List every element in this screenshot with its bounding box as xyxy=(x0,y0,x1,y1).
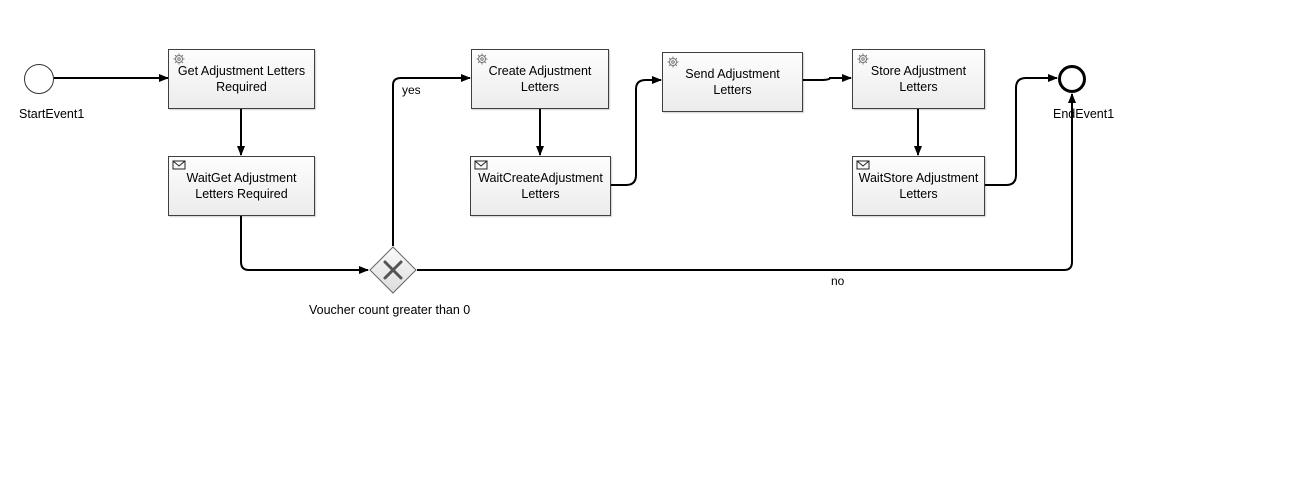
task-get-adjustment-letters-required[interactable]: Get Adjustment Letters Required xyxy=(168,49,315,109)
task-label: WaitCreateAdjustment Letters xyxy=(478,171,603,201)
task-store-adjustment-letters[interactable]: Store Adjustment Letters xyxy=(852,49,985,109)
gateway-label: Voucher count greater than 0 xyxy=(309,303,471,317)
start-event[interactable] xyxy=(24,64,54,94)
task-wait-create-adjustment-letters[interactable]: WaitCreateAdjustment Letters xyxy=(470,156,611,216)
task-wait-get-adjustment-letters-required[interactable]: WaitGet Adjustment Letters Required xyxy=(168,156,315,216)
gear-icon xyxy=(857,53,869,65)
end-event[interactable] xyxy=(1058,65,1086,93)
envelope-icon xyxy=(172,160,186,170)
flow-send-to-store xyxy=(803,74,852,82)
task-label: Get Adjustment Letters Required xyxy=(177,64,306,94)
task-label: WaitStore Adjustment Letters xyxy=(858,171,979,201)
task-label: Create Adjustment Letters xyxy=(488,64,592,94)
task-label: Send Adjustment Letters xyxy=(685,67,780,97)
gear-icon xyxy=(476,53,488,65)
envelope-icon xyxy=(856,160,870,170)
flow-no-label: no xyxy=(831,274,845,288)
x-icon xyxy=(383,260,403,280)
gear-icon xyxy=(173,53,185,65)
flow-waitstore-to-end xyxy=(985,74,1058,186)
task-label: WaitGet Adjustment Letters Required xyxy=(186,171,297,201)
flow-wait-to-gateway xyxy=(240,215,369,274)
end-event-label: EndEvent1 xyxy=(1053,107,1115,121)
exclusive-gateway[interactable] xyxy=(369,246,417,294)
envelope-icon xyxy=(474,160,488,170)
flow-gateway-no xyxy=(417,93,1076,271)
task-create-adjustment-letters[interactable]: Create Adjustment Letters xyxy=(471,49,609,109)
start-event-label: StartEvent1 xyxy=(19,107,85,121)
task-label: Store Adjustment Letters xyxy=(870,64,967,94)
flow-waitcreate-to-send xyxy=(610,76,662,186)
gear-icon xyxy=(667,56,679,68)
flow-gateway-yes xyxy=(392,74,471,246)
task-send-adjustment-letters[interactable]: Send Adjustment Letters xyxy=(662,52,803,112)
flow-yes-label: yes xyxy=(402,83,421,97)
task-wait-store-adjustment-letters[interactable]: WaitStore Adjustment Letters xyxy=(852,156,985,216)
